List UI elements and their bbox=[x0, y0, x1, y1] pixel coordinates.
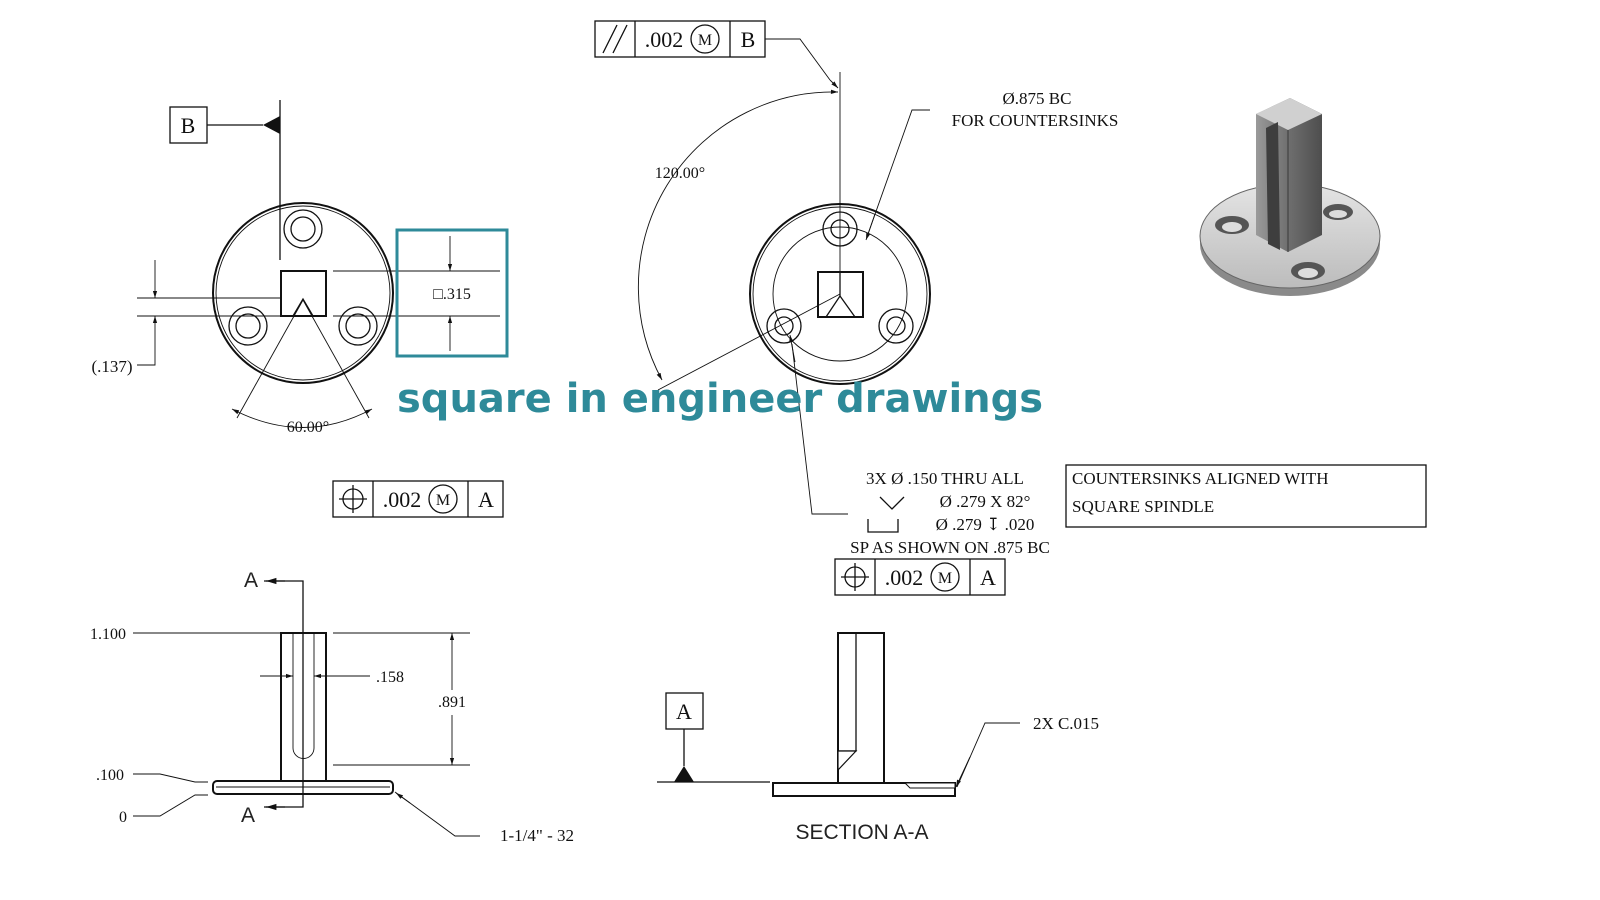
hole-right bbox=[338, 306, 378, 346]
parallelism-symbol-icon bbox=[602, 24, 618, 54]
countersink-right bbox=[878, 308, 914, 344]
hole-callout-line1: 3X Ø .150 THRU ALL bbox=[866, 469, 1024, 488]
dim-158: .158 bbox=[376, 669, 404, 686]
dim-891: .891 bbox=[438, 694, 466, 711]
svg-text:M: M bbox=[698, 32, 712, 49]
mmc-modifier-icon bbox=[930, 562, 960, 592]
parallelism-fcf: .002 M B bbox=[594, 20, 766, 58]
dim-100: .100 bbox=[96, 767, 124, 784]
caption-overlay: square in engineer drawings bbox=[397, 376, 1043, 422]
square-highlight-box bbox=[395, 228, 509, 358]
svg-text:M: M bbox=[938, 570, 952, 587]
datum-a-label: A bbox=[676, 699, 692, 724]
countersink-symbol-icon bbox=[879, 496, 905, 510]
mmc-modifier-icon bbox=[428, 484, 458, 514]
svg-text:.002: .002 bbox=[885, 565, 924, 590]
svg-text:.002: .002 bbox=[383, 487, 422, 512]
note-line-2: SQUARE SPINDLE bbox=[1072, 497, 1214, 516]
top-center-view: .002 M B 120.00° Ø.875 BC FOR COUNTERSIN… bbox=[594, 20, 1427, 596]
svg-text:B: B bbox=[741, 27, 756, 52]
position-fcf-left: .002 M A bbox=[332, 480, 504, 518]
counterbore-symbol-icon bbox=[867, 519, 899, 533]
angle-60: 60.00° bbox=[287, 419, 329, 436]
note-line-1: COUNTERSINKS ALIGNED WITH bbox=[1072, 469, 1329, 488]
section-title: SECTION A-A bbox=[795, 821, 928, 844]
bolt-circle-label: Ø.875 BC bbox=[1003, 89, 1072, 108]
chamfer-callout: 2X C.015 bbox=[1033, 714, 1099, 733]
hole-top bbox=[283, 209, 323, 249]
svg-text:A: A bbox=[478, 487, 494, 512]
section-mark-bottom: A bbox=[241, 804, 255, 827]
ref-dim-137: (.137) bbox=[91, 357, 132, 376]
dim-1100: 1.100 bbox=[90, 626, 126, 643]
square-spindle bbox=[280, 270, 327, 317]
angle-120: 120.00° bbox=[655, 165, 705, 182]
square-size-label: □.315 bbox=[433, 286, 471, 303]
note-box bbox=[1065, 464, 1427, 528]
hole-callout-line3: Ø .279 ↧ .020 bbox=[936, 515, 1035, 534]
hole-callout-line4: SP AS SHOWN ON .875 BC bbox=[850, 538, 1050, 557]
isometric-part-image bbox=[1199, 98, 1381, 296]
section-mark-top: A bbox=[244, 569, 258, 592]
svg-text:A: A bbox=[980, 565, 996, 590]
datum-b-label: B bbox=[181, 113, 196, 138]
flange-disk bbox=[212, 202, 394, 384]
section-view: A 2X C.015 SECTION A-A bbox=[657, 632, 1099, 844]
countersink-left bbox=[766, 308, 802, 344]
svg-text:M: M bbox=[436, 492, 450, 509]
position-fcf-center: .002 M A bbox=[834, 558, 1006, 596]
dim-0: 0 bbox=[119, 809, 127, 826]
flange-side bbox=[212, 780, 394, 795]
thread-callout: 1-1/4" - 32 bbox=[500, 826, 574, 845]
hole-callout-line2: Ø .279 X 82° bbox=[940, 492, 1031, 511]
bolt-circle-note: FOR COUNTERSINKS bbox=[952, 111, 1119, 130]
svg-text:.002: .002 bbox=[645, 27, 684, 52]
hole-left bbox=[228, 306, 268, 346]
side-view: A A 1.100 .891 .158 .100 0 1-1/4" - 32 bbox=[90, 569, 574, 845]
mmc-modifier-icon bbox=[690, 24, 720, 54]
top-left-view: B (.137) □.315 60.00° bbox=[91, 100, 509, 518]
